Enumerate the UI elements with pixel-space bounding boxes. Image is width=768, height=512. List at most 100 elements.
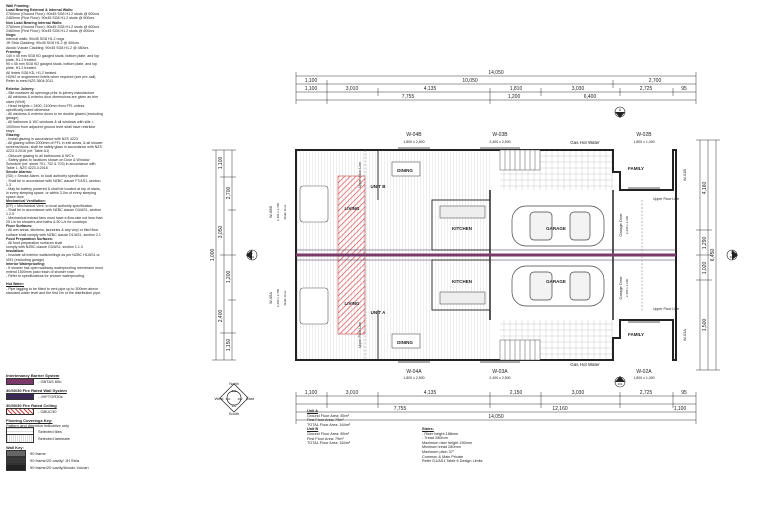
slider-a: Slider Door [283,290,287,305]
wall-key-title: Wall Key: [6,445,24,450]
top-dim-r3-2: 1,200 [508,94,521,100]
left-dimension-labels: 1,100 2,700 3,050 1,200 2,400 1,150 1,00… [210,157,232,352]
note-line: Floor Surfaces: [6,224,33,229]
note-line: - All windows & exterior door dimensions… [6,95,99,100]
legend-code: - JHFTGR30s [38,394,63,399]
top-dim-r2-1: 1,100 [305,86,318,92]
note-line: 2760mm (Ground Floor): 90x45 SG8 H1.2 st… [6,12,100,17]
w01a-label: W-01A [682,329,687,341]
bottom-dimension-labels: 1,100 3,010 4,135 2,150 3,030 2,725 95 7… [305,390,687,420]
flooring-label: Selected laminate [38,436,70,441]
wall-key-swatch [6,450,26,457]
top-dim-3: 2,700 [649,78,662,84]
slider-b: Slider Door [283,204,287,219]
top-dim-r3-1: 7,755 [402,94,415,100]
legend-row: - GBUC30 [6,408,206,415]
note-line: Interior Waterproofing: [6,261,45,266]
note-line: specifically noted otherwise [6,107,50,112]
compass-west: West [214,396,224,401]
wall-key-label: 90 frame/20 cavity/ JH Stria [30,458,80,463]
note-line: 2760mm (Ground Floor): 90x45 SG8 H1.2 st… [6,24,100,29]
w04a-size: 1,800 x 2,500 [403,376,424,380]
top-dim-r2-2: 3,010 [346,86,359,92]
note-line: plate, H1.2 treated. [6,58,37,63]
section-top-s: 301 [618,112,623,116]
stairs-line: Maximum riser height 190mm [422,440,473,445]
bot-dim-5: 2,150 [510,390,523,396]
note-line: - All windows & exterior doors to be dou… [6,112,103,117]
dining-label-a: DINING [397,340,413,345]
note-line: comply with NZBC clause G3/AS1, section … [6,245,83,250]
wall-key-row: 90 frame/20 cavity/ JH Stria [6,457,206,464]
wall-key-row: 90 frame [6,450,206,457]
note-line: Wall Framing: [6,4,30,8]
stairs-top [499,149,541,171]
family-label-a: FAMILY [628,332,644,337]
compass-num4: 302 [237,397,242,401]
note-line: All lintels SG8 KD, H1.2 treated. [6,70,58,75]
garage-label-a: GARAGE [546,279,566,284]
bot-dim-2: 3,010 [346,390,359,396]
note-line: JH Stria Cladding: 90x45 SG8 H1.2 @ 400c… [6,41,79,46]
note-line: Exterior Joinery: [6,87,35,92]
bot-dim-7: 2,725 [640,390,653,396]
living-label-b: LIVING [344,206,360,211]
bot-dim-r3-3: 1,100 [674,406,687,412]
car-bottom [511,265,605,307]
stairs-line: - Riser height 188mm [422,431,459,436]
w03b-label: W-03B [492,132,508,138]
top-dim-r2-8: 95 [681,86,687,92]
w02a-label: W-02A [636,369,652,375]
building [295,147,677,363]
legend-swatch [6,378,34,385]
note-line: - All wet areas, kitchens, laundries & a… [6,228,99,233]
section-marker-bottom: B 301 [614,376,626,388]
note-line: Schedule (ref. sheet 701, 702 & 703) in … [6,161,96,166]
legend-row: - GBTAS 60b [6,378,206,385]
left-dim-5: 2,400 [218,310,224,323]
note-line: - Head heights = 2400, 2100mm from FFL u… [6,103,85,108]
note-line: Load Bearing External & Internal Walls: [6,8,74,13]
right-dim-2: 1,290 [702,237,708,250]
note-line: 90 x 45 mm SG8 KD gauged studs, bottom p… [6,62,98,67]
stairs-notes: Stairs:- Riser height 188mm- Tread 280mm… [422,427,532,464]
top-dim-r2-6: 3,030 [572,86,585,92]
flooring-label: Selected tiles [38,429,62,434]
note-line: VM1 (excluding garage) [6,257,45,262]
note-line: - Safety glass to locations shown on Doo… [6,157,90,162]
note-line: in every sleeping space, or within 3.0m … [6,191,97,196]
note-line: (EF) = Mechanical Vent, to local authori… [6,203,93,208]
windows [398,147,660,363]
right-dimensions [696,139,720,371]
section-right-n: D [731,251,734,255]
garage-door-a: Garage Door [618,276,623,300]
section-top-n: A [619,108,622,112]
construction-notes: Wall Framing:Load Bearing External & Int… [6,4,206,295]
upper-floor-line-a: Upper Floor Line [358,322,362,348]
stairs-line: Stairs: [422,427,434,431]
left-dim-2: 2,700 [226,187,232,200]
compass-num3: 301 [225,397,230,401]
legend-code: - GBTAS 60b [38,379,62,384]
wall-key-swatch [6,464,26,471]
stairs-line: Refer D1/AS1 Table 6 Design Limits [422,459,483,464]
living-label-a: LIVING [344,301,360,306]
note-line: Internal walls: 90x45 SG8 H1.2 nogs [6,37,65,42]
w01b-label: W-01B [682,169,687,181]
legend-code: - GBUC30 [38,409,57,414]
section-left-s: 301 [250,255,255,259]
note-line: Mechanical Ventilation: [6,199,46,204]
note-line: - Site measure all openings prior to joi… [6,91,95,96]
note-line: 1000mm from adjacent ground level shall … [6,124,96,129]
section-bottom-s: 301 [618,382,623,386]
note-line: 1.2.5 [6,211,14,216]
garage-door-b: Garage Door [618,213,623,237]
area-line: TOTAL Floor Area: 164m² [307,441,351,446]
left-dim-3: 3,050 [218,226,224,239]
top-dim-2: 10,050 [462,78,478,84]
top-dimension-labels: 14,050 1,100 10,050 2,700 1,100 3,010 4,… [305,70,687,100]
upper-floor-line [364,150,643,360]
w05a-size: 2,400 x 2,700 [276,289,280,308]
legend-title: 30/30/30 Fire Rated Ceiling [6,403,57,408]
wall-key-label: 90 frame/20 cavity/Abodo Vulcan [30,465,89,470]
